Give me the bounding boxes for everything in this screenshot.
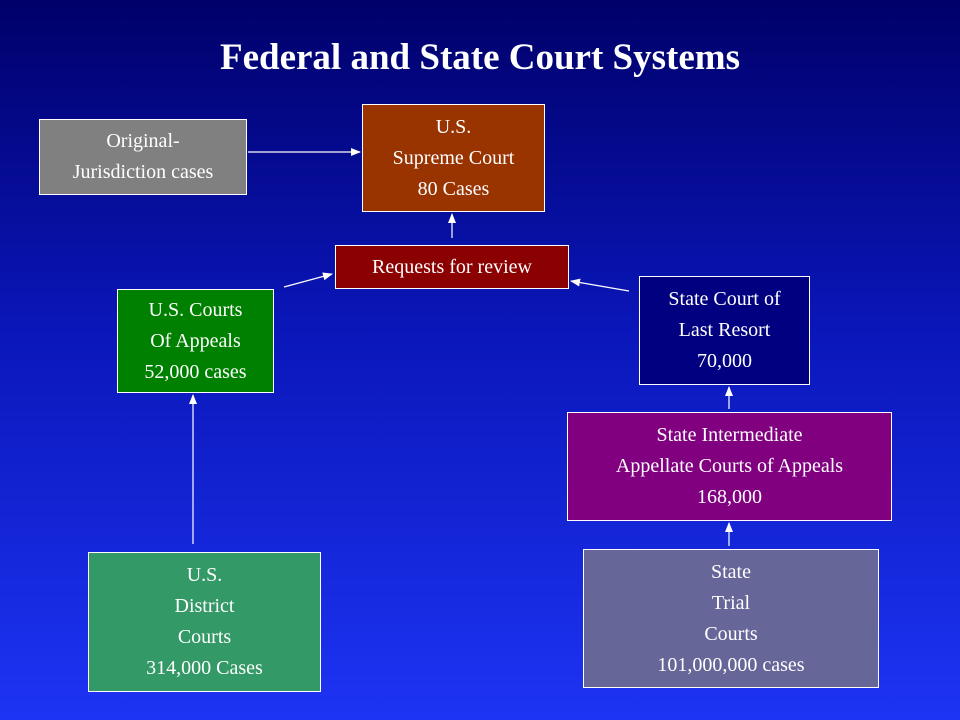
- us-courts-of-appeals-line-1: U.S. Courts: [148, 298, 243, 321]
- state-intermediate-appellate-line-3: 168,000: [697, 486, 762, 508]
- state-intermediate-appellate-box: State Intermediate Appellate Courts of A…: [567, 412, 892, 521]
- us-district-courts-line-1: U.S.: [186, 564, 223, 586]
- us-courts-of-appeals-line-3: 52,000 cases: [144, 360, 247, 383]
- state-intermediate-appellate-line-1: State Intermediate: [656, 424, 803, 446]
- supreme-court-line-1: U.S.: [435, 115, 472, 138]
- us-district-courts-line-3: Courts: [177, 626, 232, 648]
- original-jurisdiction-line-2: Jurisdiction cases: [72, 161, 214, 183]
- us-district-courts-line-2: District: [174, 595, 235, 617]
- state-court-of-last-resort-line-2: Last Resort: [678, 319, 771, 341]
- state-trial-courts-line-1: State: [711, 560, 751, 583]
- supreme-court-box: U.S. Supreme Court 80 Cases: [362, 104, 545, 212]
- state-court-of-last-resort-line-3: 70,000: [697, 350, 752, 372]
- original-jurisdiction-line-1: Original-: [106, 130, 180, 152]
- state-trial-courts-line-2: Trial: [711, 591, 751, 614]
- state-trial-courts-line-4: 101,000,000 cases: [657, 653, 805, 676]
- arrow-appeals-to-requests: [283, 272, 333, 288]
- arrow-lastresort-to-requests: [570, 278, 630, 292]
- us-courts-of-appeals-box: U.S. Courts Of Appeals 52,000 cases: [117, 289, 274, 393]
- supreme-court-line-3: 80 Cases: [417, 177, 490, 200]
- us-courts-of-appeals-line-2: Of Appeals: [150, 329, 241, 352]
- supreme-court-line-2: Supreme Court: [392, 146, 515, 169]
- us-district-courts-box: U.S. District Courts 314,000 Cases: [88, 552, 321, 692]
- state-intermediate-appellate-line-2: Appellate Courts of Appeals: [615, 455, 844, 477]
- state-trial-courts-line-3: Courts: [704, 622, 758, 645]
- state-court-of-last-resort-box: State Court of Last Resort 70,000: [639, 276, 810, 385]
- us-district-courts-line-4: 314,000 Cases: [146, 657, 263, 679]
- requests-for-review-box: Requests for review: [335, 245, 569, 289]
- state-trial-courts-box: State Trial Courts 101,000,000 cases: [583, 549, 879, 688]
- state-court-of-last-resort-line-1: State Court of: [668, 288, 781, 310]
- original-jurisdiction-box: Original- Jurisdiction cases: [39, 119, 247, 195]
- page-title: Federal and State Court Systems: [219, 37, 740, 78]
- requests-for-review-label: Requests for review: [372, 255, 532, 278]
